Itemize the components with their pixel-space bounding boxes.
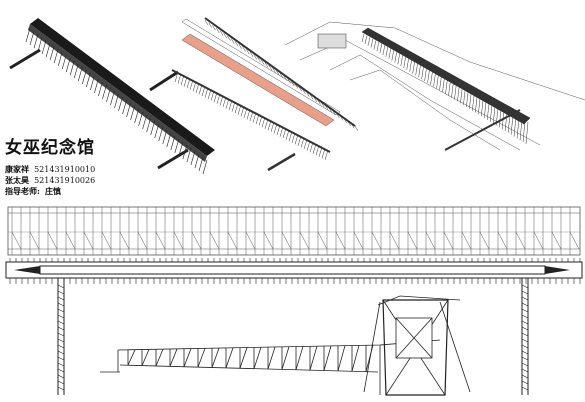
- title-block: 女巫纪念馆 康家祥 521431910010 张太昊 521431910026 …: [5, 138, 125, 197]
- support-columns: [57, 278, 529, 395]
- member-name: 康家祥: [5, 164, 29, 174]
- advisor-label: 指导老师:: [5, 186, 40, 196]
- member-credit: 张太昊 521431910026: [5, 175, 125, 186]
- project-title: 女巫纪念馆: [5, 138, 95, 158]
- section-long: [5, 258, 583, 395]
- elevation-truss: [7, 206, 581, 256]
- member-name: 张太昊: [5, 175, 29, 185]
- elevation-cantilever: [100, 295, 471, 396]
- member-credit: 康家祥 521431910010: [5, 164, 125, 175]
- axo-exploded-layers: [171, 17, 359, 172]
- member-id: 521431910026: [34, 176, 96, 185]
- axo-dark-bridge: [9, 18, 215, 175]
- advisor-name: 庄慎: [45, 186, 62, 196]
- advisor-credit: 指导老师: 庄慎: [5, 186, 125, 197]
- axo-site-view: [284, 21, 585, 151]
- member-id: 521431910010: [34, 165, 96, 174]
